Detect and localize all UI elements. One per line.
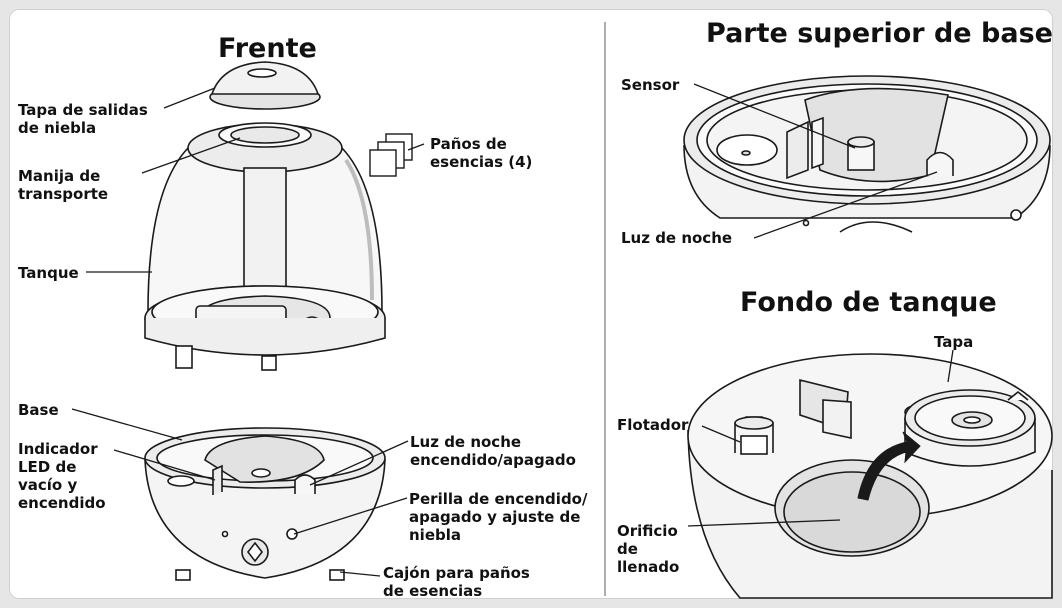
title-front: Frente (218, 33, 317, 64)
arrow-icon (857, 431, 921, 501)
label-fill-hole: Orificio de llenado (617, 522, 680, 576)
base-illustration (144, 427, 386, 581)
scent-pads-illustration (369, 133, 413, 177)
title-tank-bottom: Fondo de tanque (740, 287, 997, 318)
title-base-top: Parte superior de base (706, 18, 1053, 49)
label-nightlight: Luz de noche (621, 229, 733, 247)
mist-cap-illustration (209, 61, 321, 110)
label-carry-handle: Manija de transporte (18, 167, 109, 203)
label-sensor: Sensor (621, 76, 680, 94)
label-power-knob: Perilla de encendido/ apagado y ajuste d… (409, 490, 588, 544)
label-cap: Tapa (934, 333, 974, 351)
label-scent-pads: Paños de esencias (4) (430, 135, 533, 171)
leader-lines (71, 83, 954, 577)
label-tank: Tanque (18, 264, 79, 282)
label-mist-cap: Tapa de salidas de niebla (18, 101, 148, 137)
tank-illustration (144, 122, 386, 371)
label-led-indicator: Indicador LED de vacío y encendido (18, 440, 106, 512)
base-top-illustration (683, 75, 1051, 233)
label-base: Base (18, 401, 59, 419)
label-float: Flotador (617, 416, 689, 434)
label-nightlight-switch: Luz de noche encendido/apagado (410, 433, 576, 469)
label-scent-drawer: Cajón para paños de esencias (383, 564, 530, 600)
